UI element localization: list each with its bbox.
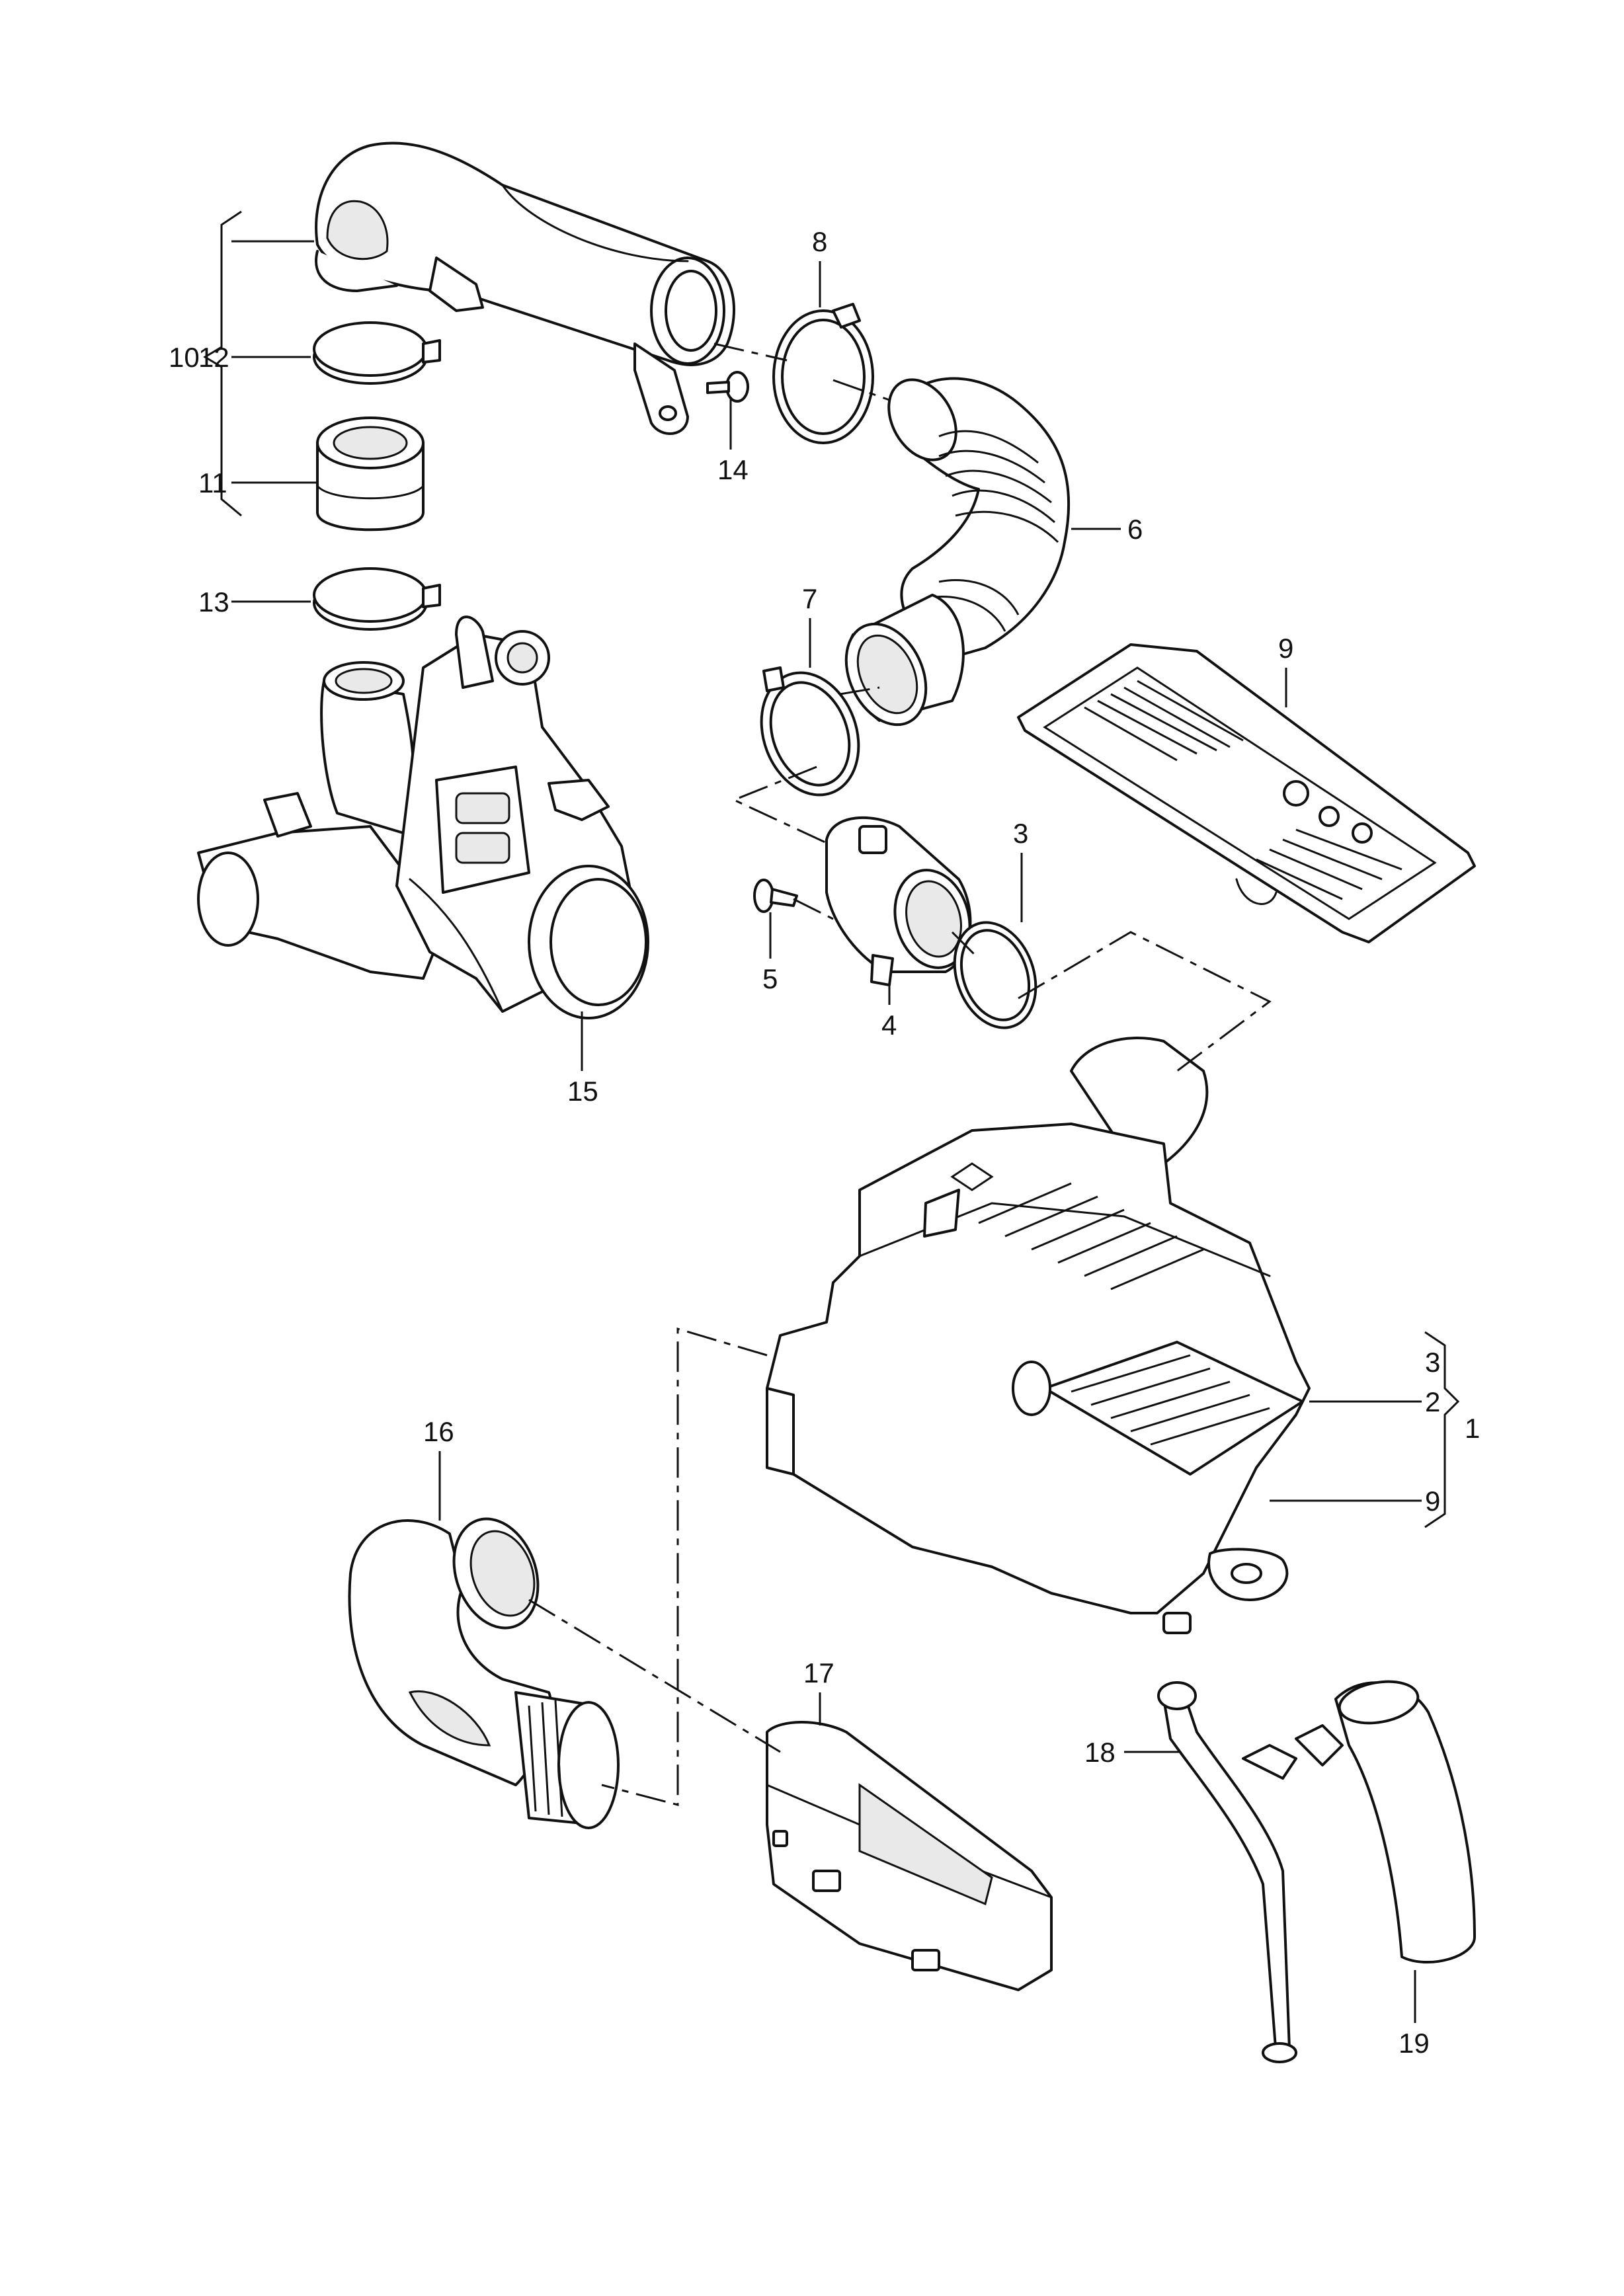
leader-lines	[231, 240, 1422, 2023]
callout-17: 17	[803, 1657, 834, 1688]
hose-clamp-part-13	[313, 567, 441, 631]
callout-1: 1	[1465, 1413, 1480, 1444]
air-filter-element-part-9	[1017, 643, 1476, 943]
intake-pipe-part-10	[315, 141, 735, 435]
clamp-ring-part-7	[760, 666, 860, 797]
turbocharger-part-15	[197, 615, 649, 1019]
callout-12: 12	[198, 342, 229, 373]
callout-14: 14	[717, 454, 749, 485]
seal-ring-part-3	[953, 921, 1037, 1029]
callout-19: 19	[1399, 2028, 1430, 2059]
callout-18: 18	[1084, 1737, 1116, 1768]
callout-15: 15	[567, 1076, 598, 1107]
callout-13: 13	[198, 586, 229, 617]
callout-8: 8	[812, 226, 827, 257]
callout-6: 6	[1127, 514, 1143, 545]
callout-9-housing: 9	[1425, 1485, 1440, 1517]
callout-11: 11	[198, 467, 227, 498]
callout-4: 4	[881, 1009, 897, 1041]
brackets	[203, 210, 1460, 1528]
callout-2: 2	[1425, 1386, 1440, 1417]
callout-3-housing: 3	[1425, 1347, 1440, 1378]
callout-labels: 10 12 11 13 15 14 8 6 7 9 3 5 4 3 2 1 9 …	[169, 226, 1480, 2059]
air-filter-housing-part-1	[766, 1037, 1311, 1634]
screw-part-5	[753, 879, 798, 913]
air-mass-meter-part-4	[825, 816, 972, 986]
hose-clamp-part-12	[313, 321, 441, 385]
bolt-part-14	[706, 371, 749, 403]
callout-10: 10	[169, 342, 200, 373]
callout-16: 16	[423, 1416, 454, 1447]
bent-intake-pipe-part-16	[348, 1517, 620, 1829]
coupling-sleeve-part-11	[316, 416, 425, 532]
assembly-lines	[528, 342, 1272, 1806]
callout-3-seal: 3	[1013, 818, 1028, 849]
corrugated-air-hose-part-6	[844, 377, 1071, 727]
breather-hose-part-18	[1157, 1681, 1344, 2063]
callout-5: 5	[762, 963, 778, 994]
callout-7: 7	[802, 583, 817, 614]
hose-part-19	[1334, 1680, 1476, 1963]
clamp-ring-part-8	[772, 303, 874, 444]
callout-9-filter: 9	[1278, 633, 1293, 664]
intake-duct-part-17	[766, 1721, 1053, 1991]
